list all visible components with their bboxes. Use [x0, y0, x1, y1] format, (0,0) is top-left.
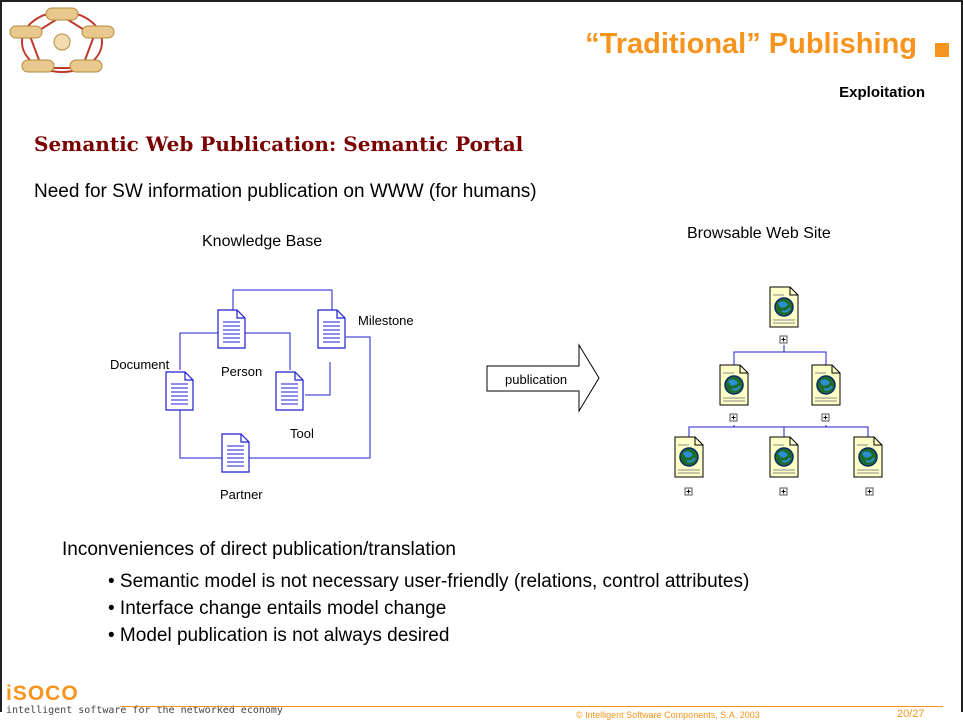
site-tree-lines [688, 345, 869, 438]
slide-title: “Traditional” Publishing [585, 28, 917, 60]
knowledge-base-title: Knowledge Base [202, 233, 322, 250]
web-page-icon [769, 436, 799, 478]
node-label-tool: Tool [290, 426, 314, 441]
web-page-icon [674, 436, 704, 478]
expand-plus-icon [779, 487, 788, 496]
expand-plus-icon [821, 413, 830, 422]
kb-relation-lines [179, 289, 371, 459]
inconveniences-title: Inconveniences of direct publication/tra… [62, 539, 456, 560]
expand-plus-icon [684, 487, 693, 496]
expand-plus-icon [865, 487, 874, 496]
document-document-icon [165, 371, 194, 411]
web-page-icon [719, 364, 749, 406]
arrow-label: publication [505, 372, 567, 387]
title-square-icon [935, 43, 949, 57]
pentagon-network-logo [9, 7, 115, 73]
list-item: • Semantic model is not necessary user-f… [108, 571, 750, 592]
person-document-icon [217, 309, 246, 349]
expand-plus-icon [779, 335, 788, 344]
frame-right-border [961, 0, 963, 712]
web-page-icon [769, 286, 799, 328]
node-label-person: Person [221, 364, 262, 379]
inconveniences-list: • Semantic model is not necessary user-f… [108, 568, 749, 649]
frame-top-border [0, 0, 963, 2]
brand-tagline: intelligent software for the networked e… [6, 705, 283, 716]
copyright-text: © Intelligent Software Components, S.A. … [576, 710, 760, 720]
slide-heading: Semantic Web Publication: Semantic Porta… [34, 132, 524, 156]
node-label-partner: Partner [220, 487, 263, 502]
partner-document-icon [221, 433, 250, 473]
list-item: • Model publication is not always desire… [108, 625, 450, 646]
intro-text: Need for SW information publication on W… [34, 181, 537, 202]
page-number: 20/27 [897, 708, 925, 720]
web-site-title: Browsable Web Site [687, 225, 831, 242]
footer-divider [120, 706, 943, 707]
section-label: Exploitation [839, 84, 925, 101]
node-label-milestone: Milestone [358, 313, 414, 328]
publication-arrow [486, 343, 600, 413]
isoco-logo: iSOCO [6, 682, 79, 705]
expand-plus-icon [729, 413, 738, 422]
frame-left-border [0, 0, 2, 712]
node-label-document: Document [110, 357, 170, 372]
tool-document-icon [275, 371, 304, 411]
web-page-icon [853, 436, 883, 478]
list-item: • Interface change entails model change [108, 598, 447, 619]
milestone-document-icon [317, 309, 346, 349]
web-page-icon [811, 364, 841, 406]
